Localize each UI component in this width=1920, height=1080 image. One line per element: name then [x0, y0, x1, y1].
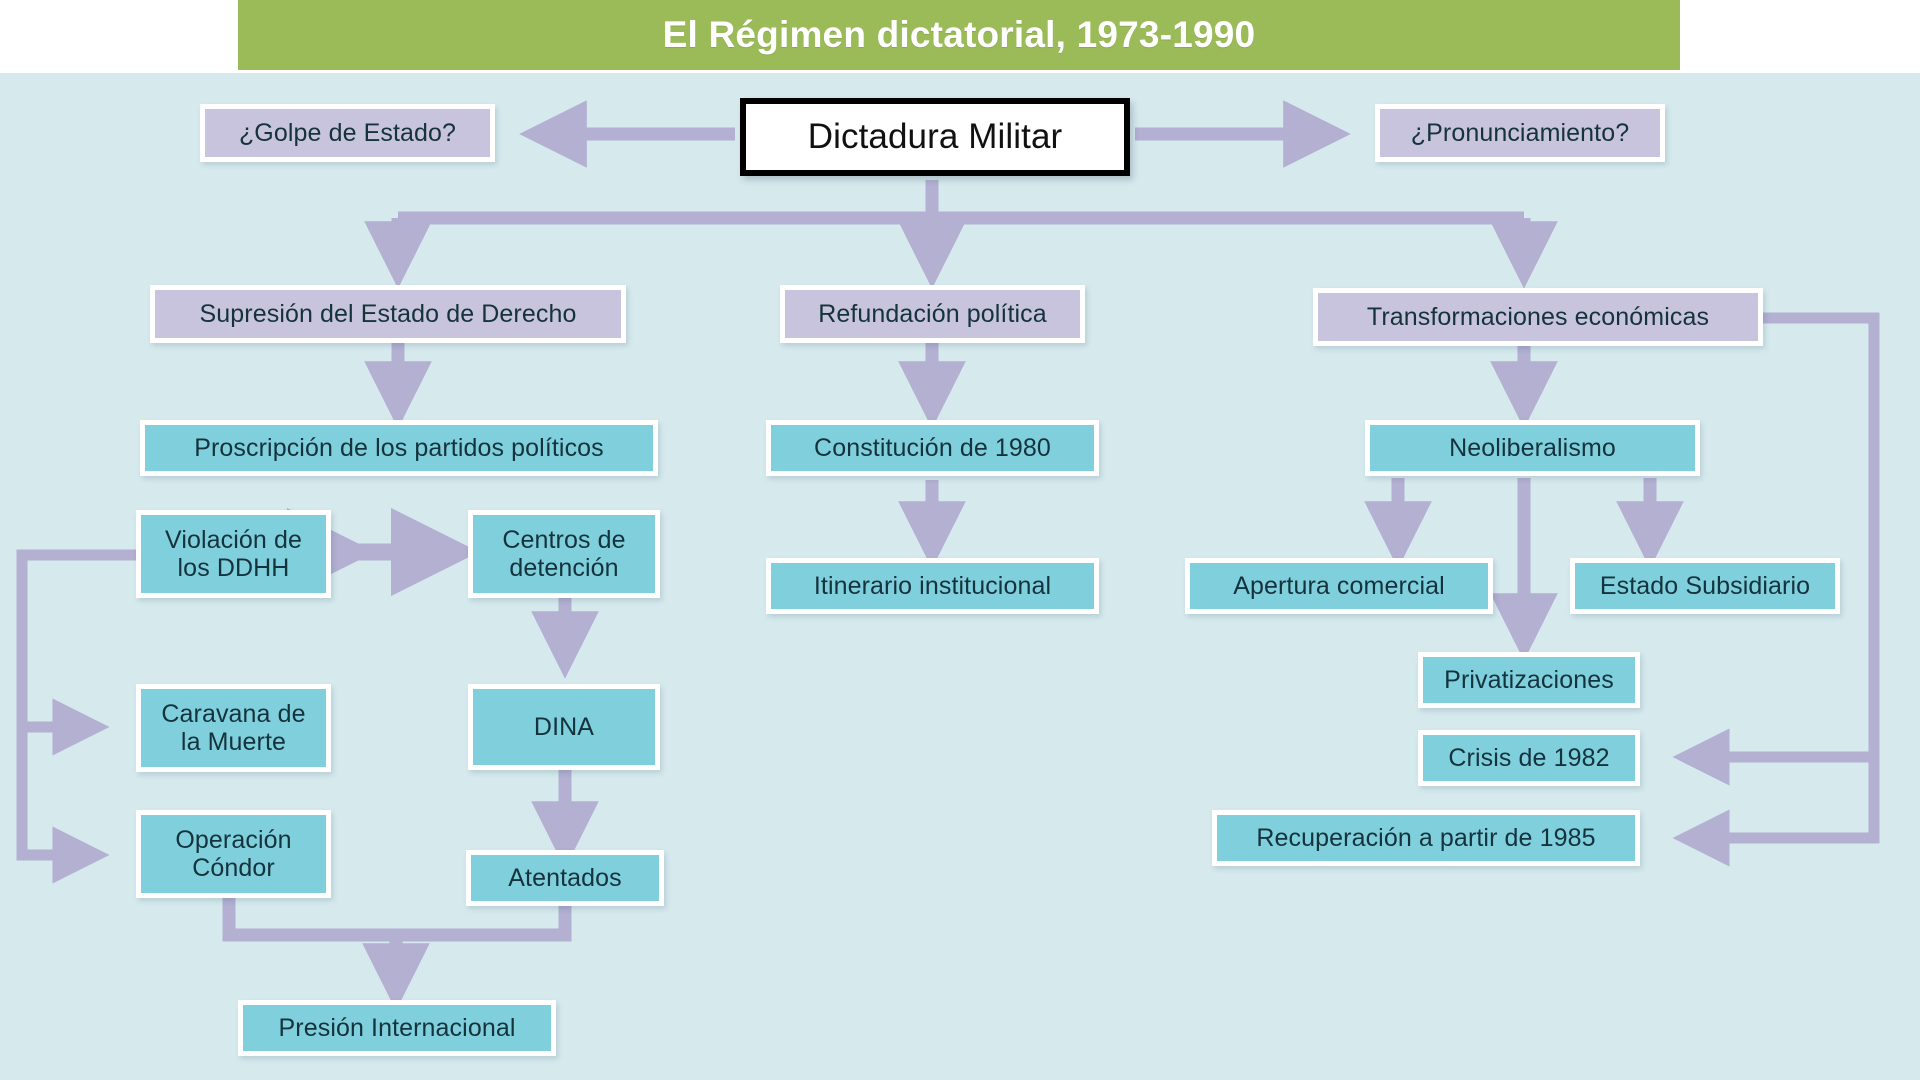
- node-centros-detencion[interactable]: Centros de detención: [468, 510, 660, 598]
- node-apertura-comercial[interactable]: Apertura comercial: [1185, 558, 1493, 614]
- node-label: Presión Internacional: [278, 1014, 516, 1042]
- node-estado-subsidiario[interactable]: Estado Subsidiario: [1570, 558, 1840, 614]
- node-transformaciones-economicas[interactable]: Transformaciones económicas: [1313, 288, 1763, 346]
- node-label: Centros de detención: [502, 526, 626, 582]
- page-title: El Régimen dictatorial, 1973-1990: [662, 14, 1256, 55]
- node-operacion-condor[interactable]: Operación Cóndor: [136, 810, 331, 898]
- node-label: ¿Golpe de Estado?: [238, 119, 457, 147]
- node-label: Supresión del Estado de Derecho: [199, 300, 577, 328]
- node-label: Neoliberalismo: [1449, 434, 1616, 462]
- node-golpe-de-estado[interactable]: ¿Golpe de Estado?: [200, 104, 495, 162]
- node-label: Violación de los DDHH: [165, 526, 302, 582]
- node-dictadura-militar[interactable]: Dictadura Militar: [740, 98, 1130, 176]
- node-itinerario-institucional[interactable]: Itinerario institucional: [766, 558, 1099, 614]
- slide-title-banner: El Régimen dictatorial, 1973-1990: [238, 0, 1680, 70]
- node-label: Proscripción de los partidos políticos: [194, 434, 604, 462]
- node-proscripcion-partidos[interactable]: Proscripción de los partidos políticos: [140, 420, 658, 476]
- node-label: Apertura comercial: [1233, 572, 1445, 600]
- node-recuperacion-1985[interactable]: Recuperación a partir de 1985: [1212, 810, 1640, 866]
- node-label: Itinerario institucional: [813, 572, 1052, 600]
- node-violacion-ddhh[interactable]: Violación de los DDHH: [136, 510, 331, 598]
- node-label: Caravana de la Muerte: [161, 700, 306, 756]
- node-refundacion-politica[interactable]: Refundación política: [780, 285, 1085, 343]
- node-label: Transformaciones económicas: [1366, 303, 1710, 331]
- node-label: Privatizaciones: [1444, 666, 1614, 694]
- node-privatizaciones[interactable]: Privatizaciones: [1418, 652, 1640, 708]
- node-label: DINA: [533, 713, 595, 741]
- node-constitucion-1980[interactable]: Constitución de 1980: [766, 420, 1099, 476]
- node-label: Estado Subsidiario: [1599, 572, 1811, 600]
- node-label: Dictadura Militar: [807, 117, 1063, 157]
- node-crisis-1982[interactable]: Crisis de 1982: [1418, 730, 1640, 786]
- node-caravana-muerte[interactable]: Caravana de la Muerte: [136, 684, 331, 772]
- node-label: Crisis de 1982: [1448, 744, 1610, 772]
- node-neoliberalismo[interactable]: Neoliberalismo: [1365, 420, 1700, 476]
- node-label: Constitución de 1980: [814, 434, 1051, 462]
- node-label: Operación Cóndor: [175, 826, 292, 882]
- node-label: Recuperación a partir de 1985: [1256, 824, 1596, 852]
- node-label: ¿Pronunciamiento?: [1410, 119, 1630, 147]
- node-dina[interactable]: DINA: [468, 684, 660, 770]
- node-atentados[interactable]: Atentados: [466, 850, 664, 906]
- node-label: Atentados: [508, 864, 622, 892]
- node-presion-internacional[interactable]: Presión Internacional: [238, 1000, 556, 1056]
- node-supresion-estado-derecho[interactable]: Supresión del Estado de Derecho: [150, 285, 626, 343]
- node-label: Refundación política: [818, 300, 1047, 328]
- node-pronunciamiento[interactable]: ¿Pronunciamiento?: [1375, 104, 1665, 162]
